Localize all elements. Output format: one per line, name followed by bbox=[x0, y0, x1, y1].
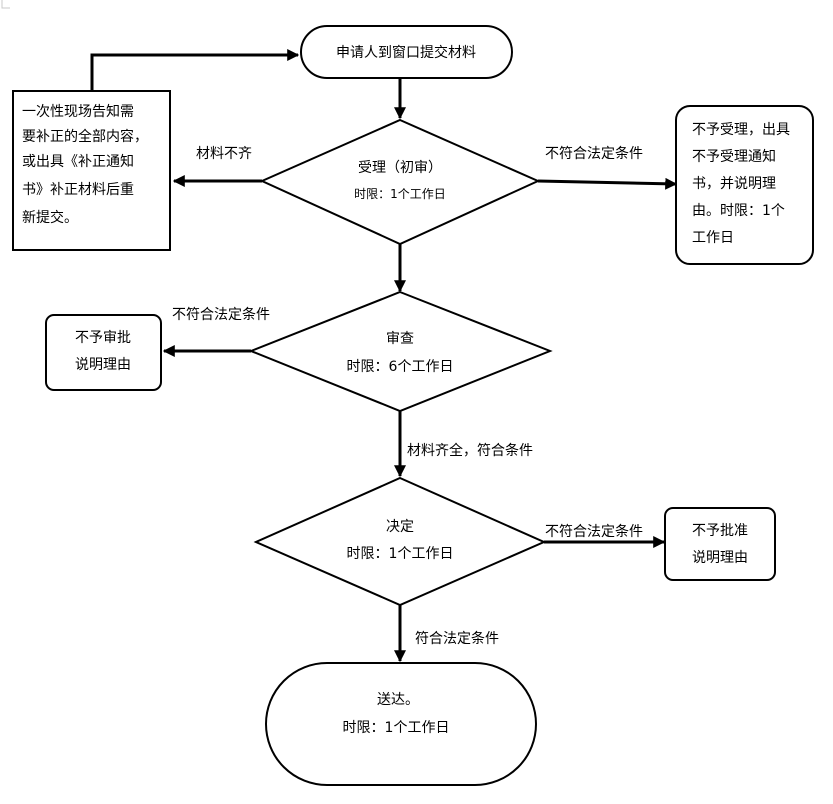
node-accept-limit: 时限：1个工作日 bbox=[354, 187, 446, 201]
node-start-label: 申请人到窗口提交材料 bbox=[336, 44, 476, 61]
node-reject-review-line: 不予审批 bbox=[75, 330, 131, 346]
edge-label-not-qualified-accept: 不符合法定条件 bbox=[545, 145, 643, 162]
corner-mark bbox=[1, 0, 10, 9]
node-incomplete-notice-line: 书》补正材料后重 bbox=[22, 182, 134, 198]
node-reject-accept-line: 不予受理通知 bbox=[692, 148, 776, 165]
node-decide-limit: 时限：1个工作日 bbox=[347, 546, 454, 562]
edge-label-materials-incomplete: 材料不齐 bbox=[196, 146, 252, 162]
edge-accept-to-reject bbox=[537, 177, 678, 190]
node-review-title: 审查 bbox=[386, 331, 414, 347]
node-review-limit: 时限：6个工作日 bbox=[347, 359, 454, 375]
node-incomplete-notice-line: 要补正的全部内容， bbox=[22, 128, 148, 145]
node-start: 申请人到窗口提交材料 bbox=[300, 25, 513, 79]
node-accept: 受理（初审） 时限：1个工作日 bbox=[259, 118, 541, 246]
node-incomplete-notice: 一次性现场告知需 要补正的全部内容， 或出具《补正通知 书》补正材料后重 新提交… bbox=[12, 90, 171, 251]
node-reject-accept-line: 由。时限：1个 bbox=[692, 203, 785, 219]
node-reject-review-line: 说明理由 bbox=[75, 357, 131, 373]
node-accept-title: 受理（初审） bbox=[358, 159, 442, 176]
edge-label-complete-qualified: 材料齐全，符合条件 bbox=[407, 442, 533, 459]
node-incomplete-notice-line: 新提交。 bbox=[22, 209, 78, 226]
node-decide: 决定 时限：1个工作日 bbox=[253, 476, 547, 607]
node-deliver-title: 送达。 bbox=[377, 692, 419, 708]
node-decide-title: 决定 bbox=[386, 519, 414, 535]
edge-resubmit bbox=[90, 49, 300, 91]
node-reject-decide-line: 说明理由 bbox=[692, 550, 748, 566]
node-incomplete-notice-line: 一次性现场告知需 bbox=[22, 103, 134, 120]
edge-label-qualified: 符合法定条件 bbox=[415, 630, 499, 647]
node-review: 审查 时限：6个工作日 bbox=[248, 290, 553, 413]
edge-label-not-qualified-review: 不符合法定条件 bbox=[172, 306, 270, 323]
node-reject-review: 不予审批 说明理由 bbox=[45, 314, 162, 391]
node-deliver: 送达。 时限：1个工作日 bbox=[265, 662, 537, 786]
node-reject-decide: 不予批准 说明理由 bbox=[664, 507, 776, 581]
node-reject-decide-line: 不予批准 bbox=[692, 523, 748, 539]
node-reject-accept-line: 不予受理，出具 bbox=[692, 122, 790, 138]
node-deliver-limit: 时限：1个工作日 bbox=[343, 720, 450, 736]
node-reject-accept-line: 书，并说明理 bbox=[692, 176, 776, 192]
node-reject-accept-line: 工作日 bbox=[692, 230, 734, 246]
edge-label-not-qualified-decide: 不符合法定条件 bbox=[545, 523, 643, 540]
node-reject-accept: 不予受理，出具 不予受理通知 书，并说明理 由。时限：1个 工作日 bbox=[675, 105, 814, 265]
node-incomplete-notice-line: 或出具《补正通知 bbox=[22, 153, 134, 170]
